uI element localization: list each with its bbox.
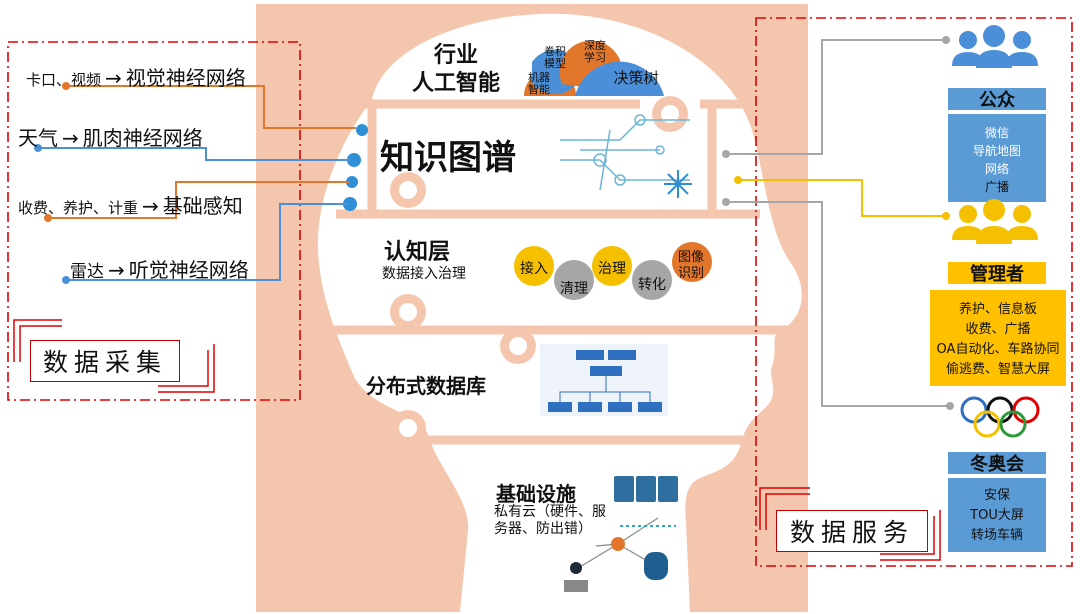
people-icon: [952, 199, 1038, 244]
knowledge-graph-art: [560, 114, 690, 191]
olympics-title: 冬奥会: [970, 454, 1024, 475]
manager-items-bg: [930, 290, 1066, 386]
service-item: 导航地图: [972, 144, 1021, 158]
collection-connectors: [34, 82, 356, 284]
puzzle-knob-holes: [399, 105, 679, 437]
source-output: 视觉神经网络: [125, 66, 246, 90]
service-item: OA自动化、车路协同: [936, 342, 1060, 357]
arrow-icon: →: [105, 66, 122, 90]
cognition-step: 清理: [560, 281, 588, 297]
services-title-brackets: [759, 487, 941, 561]
arrow-icon: →: [142, 194, 159, 218]
services-frame: [755, 17, 1073, 567]
services-title: 数据服务: [776, 510, 928, 552]
source-input: 收费、养护、计重: [18, 199, 139, 217]
industry-ai-title-line1: 行业: [434, 43, 479, 68]
server-rack-icon: [614, 476, 678, 502]
network-graph-icon: [564, 517, 676, 592]
olympics-items-bg: [948, 478, 1046, 552]
ai-bubble-conv: 卷积模型: [544, 45, 566, 70]
source-radar: 雷达→听觉神经网络: [70, 254, 249, 283]
snowflake-icon: [664, 170, 692, 198]
cognition-step: 接入: [520, 261, 548, 277]
source-video: 卡口、视频→视觉神经网络: [26, 62, 246, 91]
cognition-step: 转化: [638, 277, 666, 293]
source-output: 肌肉神经网络: [82, 126, 203, 150]
public-title: 公众: [979, 90, 1015, 111]
public-header-bg: [948, 88, 1046, 110]
source-output: 听觉神经网络: [128, 258, 249, 282]
head-silhouette: [317, 13, 802, 613]
knowledge-graph-title: 知识图谱: [380, 138, 516, 178]
neuron-nodes: [343, 124, 368, 211]
ai-bubbles: [524, 40, 664, 96]
source-input: 天气: [18, 126, 58, 150]
infrastructure-subtitle: 私有云（硬件、服务器、防出错）: [494, 504, 606, 537]
public-items-bg: [948, 114, 1046, 202]
collection-title: 数据采集: [30, 340, 180, 382]
cognition-step-image: 图像识别: [678, 250, 705, 281]
collection-title-brackets: [13, 319, 215, 393]
ai-bubble-tree: 决策树: [613, 69, 659, 87]
service-item: 安保: [983, 488, 1010, 503]
cognition-step: 治理: [598, 261, 626, 277]
olympic-rings-icon: [960, 396, 1040, 438]
ai-bubble-machine: 机器智能: [528, 71, 550, 96]
service-item: TOU大屏: [970, 508, 1024, 523]
service-connectors: [722, 36, 954, 410]
service-item: 偷逃费、智慧大屏: [945, 362, 1050, 377]
source-input: 雷达: [70, 262, 104, 282]
arrow-icon: →: [108, 258, 125, 282]
database-diagram: [540, 344, 668, 416]
manager-header-bg: [948, 262, 1046, 284]
cognition-subtitle: 数据接入治理: [382, 266, 466, 282]
source-output: 基础感知: [162, 194, 243, 218]
service-item: 养护、信息板: [958, 302, 1037, 317]
infrastructure-title: 基础设施: [496, 482, 576, 506]
olympics-items: 安保 TOU大屏 转场车辆: [948, 478, 1046, 552]
source-input: 卡口、视频: [26, 71, 102, 89]
service-item: 收费、广播: [965, 322, 1031, 337]
source-toll: 收费、养护、计重→基础感知: [18, 190, 243, 219]
service-item: 转场车辆: [970, 528, 1023, 543]
service-item: 微信: [984, 126, 1009, 140]
service-item: 广播: [984, 180, 1009, 194]
ai-bubble-deep: 深度学习: [584, 39, 606, 64]
manager-items: 养护、信息板 收费、广播 OA自动化、车路协同 偷逃费、智慧大屏: [930, 290, 1066, 386]
arrow-icon: →: [62, 126, 79, 150]
cognition-bubbles: [514, 242, 712, 300]
collection-frame: [7, 41, 301, 401]
source-weather: 天气→肌肉神经网络: [18, 122, 203, 151]
public-items: 微信 导航地图 网络 广播: [948, 114, 1046, 202]
service-item: 网络: [984, 162, 1009, 176]
database-title: 分布式数据库: [366, 374, 486, 398]
manager-title: 管理者: [970, 264, 1024, 285]
industry-ai-title: 行业 人工智能: [412, 42, 500, 98]
industry-ai-title-line2: 人工智能: [412, 71, 501, 96]
people-icon: [952, 25, 1038, 68]
cognition-title: 认知层: [384, 240, 451, 265]
olympics-header-bg: [948, 452, 1046, 474]
